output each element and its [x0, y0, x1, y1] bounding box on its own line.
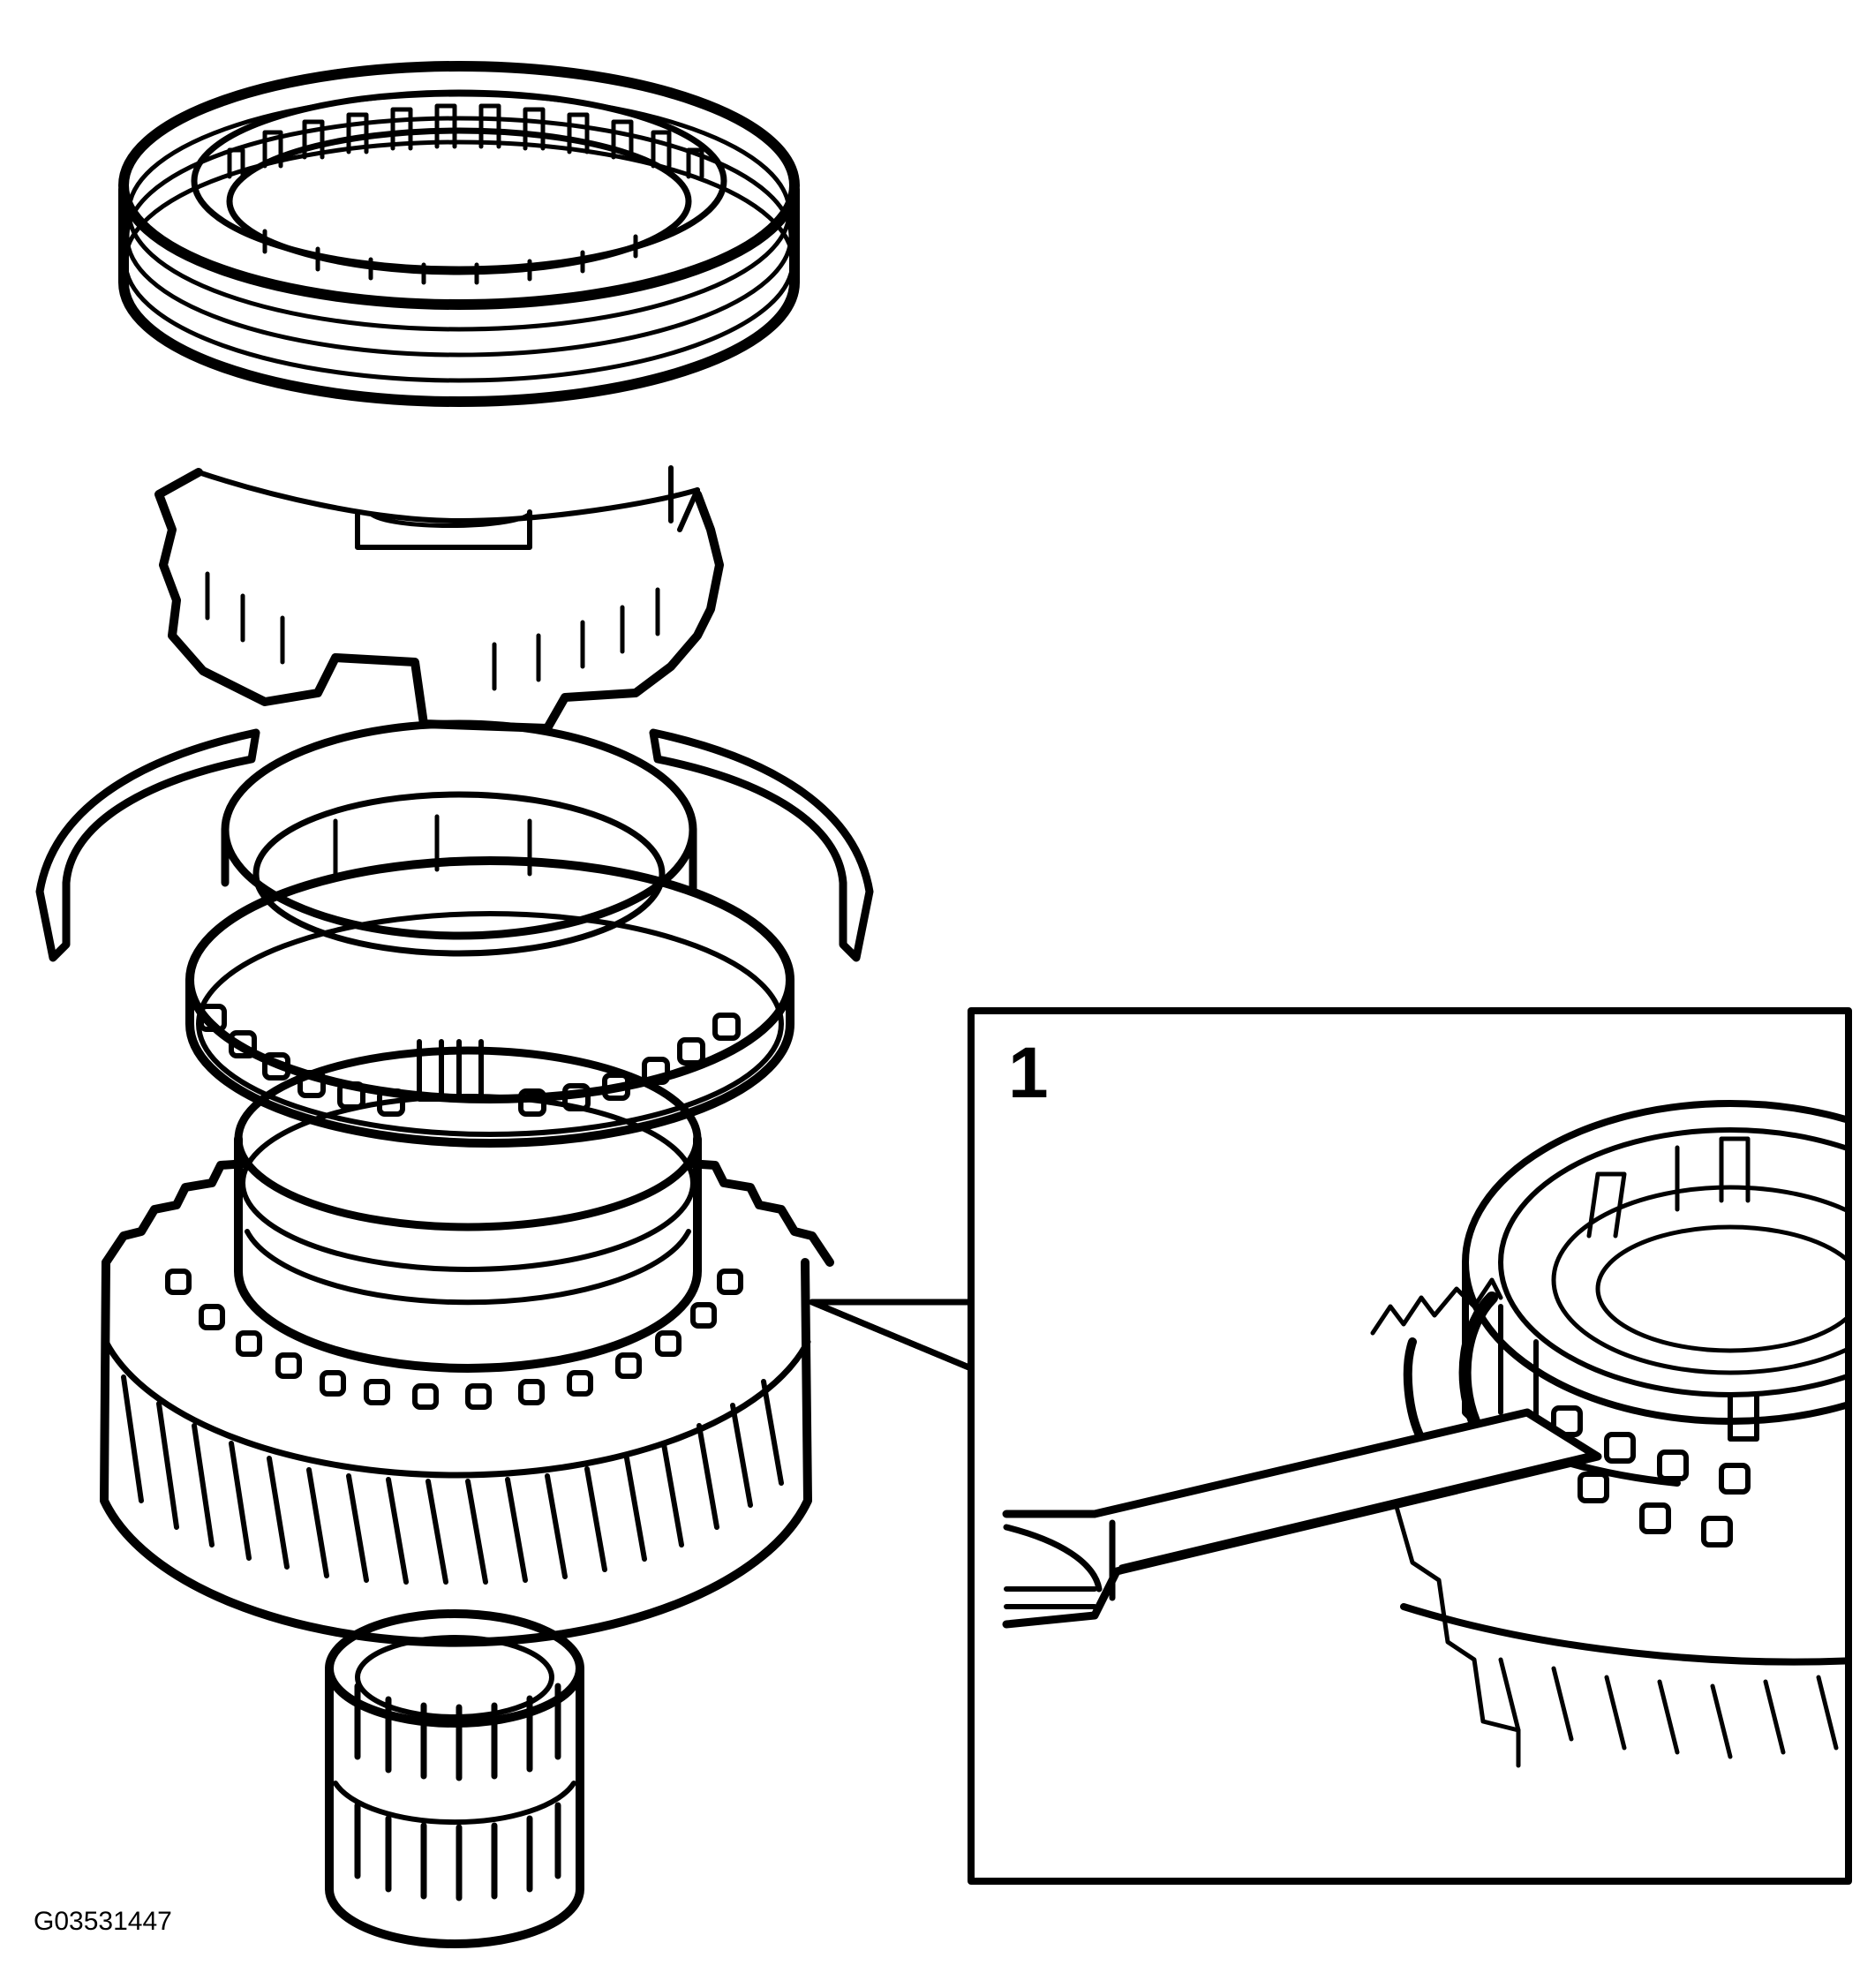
figure-code: G03531447 [34, 1907, 172, 1936]
gear-wheel [100, 1046, 834, 1647]
synchronizer-outer-cone [185, 856, 794, 1148]
callout-leader [809, 1299, 975, 1372]
needle-roller-bearing [325, 1609, 584, 1948]
retaining-springs [35, 728, 874, 962]
synchronizer-hub [154, 465, 724, 733]
callout-number: 1 [1008, 1033, 1049, 1113]
synchronizer-sleeve [118, 61, 800, 407]
synchronizer-inner-ring [221, 719, 697, 957]
inset-detail [968, 1007, 1852, 1885]
